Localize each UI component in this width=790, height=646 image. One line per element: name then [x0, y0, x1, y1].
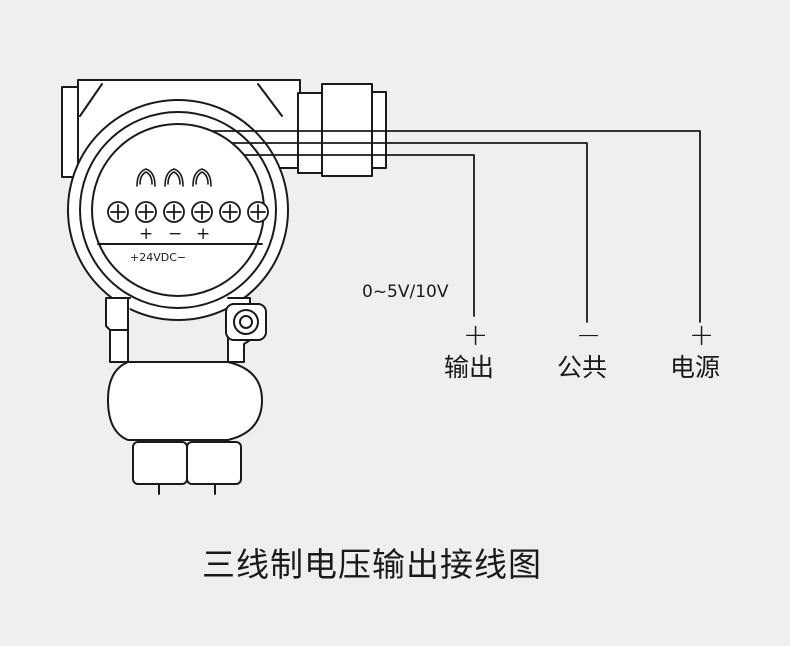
power-sign: + [689, 318, 715, 353]
output-range-label: 0~5V/10V [362, 282, 449, 302]
process-connector [132, 441, 242, 495]
terminal-polarity-minus: − [168, 224, 183, 244]
output-label: 输出 [444, 353, 495, 382]
terminal-polarity-plus: + [139, 224, 154, 244]
common-label: 公共 [557, 353, 608, 382]
cable-gland [297, 83, 387, 177]
terminal-screws [107, 201, 269, 223]
sensor-body [107, 361, 263, 441]
power-label: 电源 [670, 353, 721, 382]
ground-screw-icon [225, 303, 267, 341]
wire-loops [136, 168, 212, 187]
supply-voltage-label: +24VDC− [130, 251, 187, 264]
output-sign: + [463, 318, 489, 353]
common-sign: − [576, 318, 602, 353]
diagram-caption: 三线制电压输出接线图 [202, 545, 542, 584]
terminal-polarity-plus: + [196, 224, 211, 244]
